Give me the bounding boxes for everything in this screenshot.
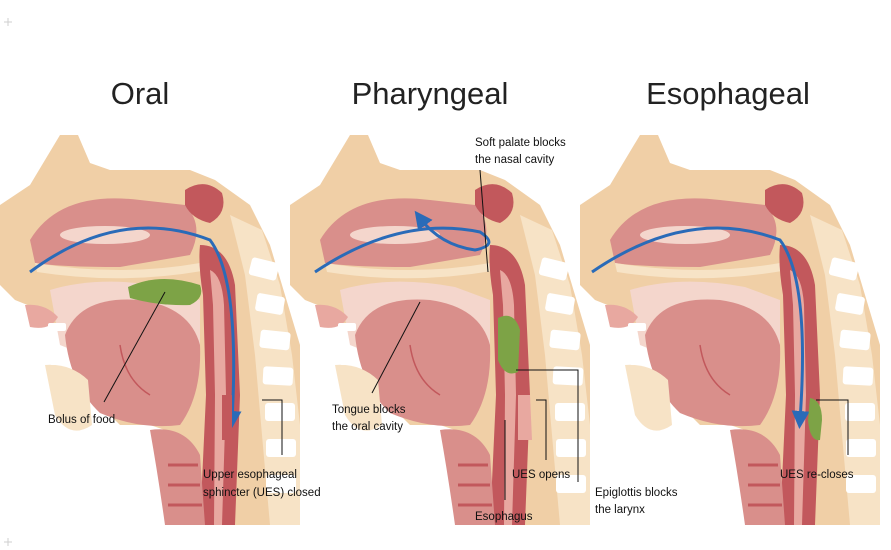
title-esophageal: Esophageal <box>646 76 810 111</box>
head-illustration-esophageal <box>580 135 880 525</box>
label-ues-opens: UES opens <box>512 469 570 481</box>
label-ues-recloses: UES re-closes <box>780 469 854 481</box>
label-esophagus: Esophagus <box>475 511 533 523</box>
head-illustration-pharyngeal <box>290 135 590 525</box>
title-pharyngeal: Pharyngeal <box>352 76 509 111</box>
title-oral: Oral <box>111 76 170 111</box>
label-ues-closed-line1: Upper esophageal <box>203 469 297 481</box>
label-ues-closed-line2: sphincter (UES) closed <box>203 487 321 499</box>
label-epiglottis-line1: Epiglottis blocks <box>595 487 678 499</box>
label-bolus-of-food: Bolus of food <box>48 414 115 426</box>
ues-open-region <box>518 395 532 440</box>
label-tongue-line1: Tongue blocks <box>332 404 406 416</box>
ues-closed-region <box>222 395 232 440</box>
bolus-shape-pharynx <box>498 316 520 374</box>
label-epiglottis-line2: the larynx <box>595 504 645 516</box>
label-tongue-line2: the oral cavity <box>332 421 403 433</box>
head-illustration-oral <box>0 135 300 525</box>
label-soft-palate-line1: Soft palate blocks <box>475 137 566 149</box>
panel-oral <box>0 135 300 525</box>
panel-esophageal <box>580 135 880 525</box>
panel-pharyngeal <box>290 135 590 525</box>
label-soft-palate-line2: the nasal cavity <box>475 154 555 166</box>
